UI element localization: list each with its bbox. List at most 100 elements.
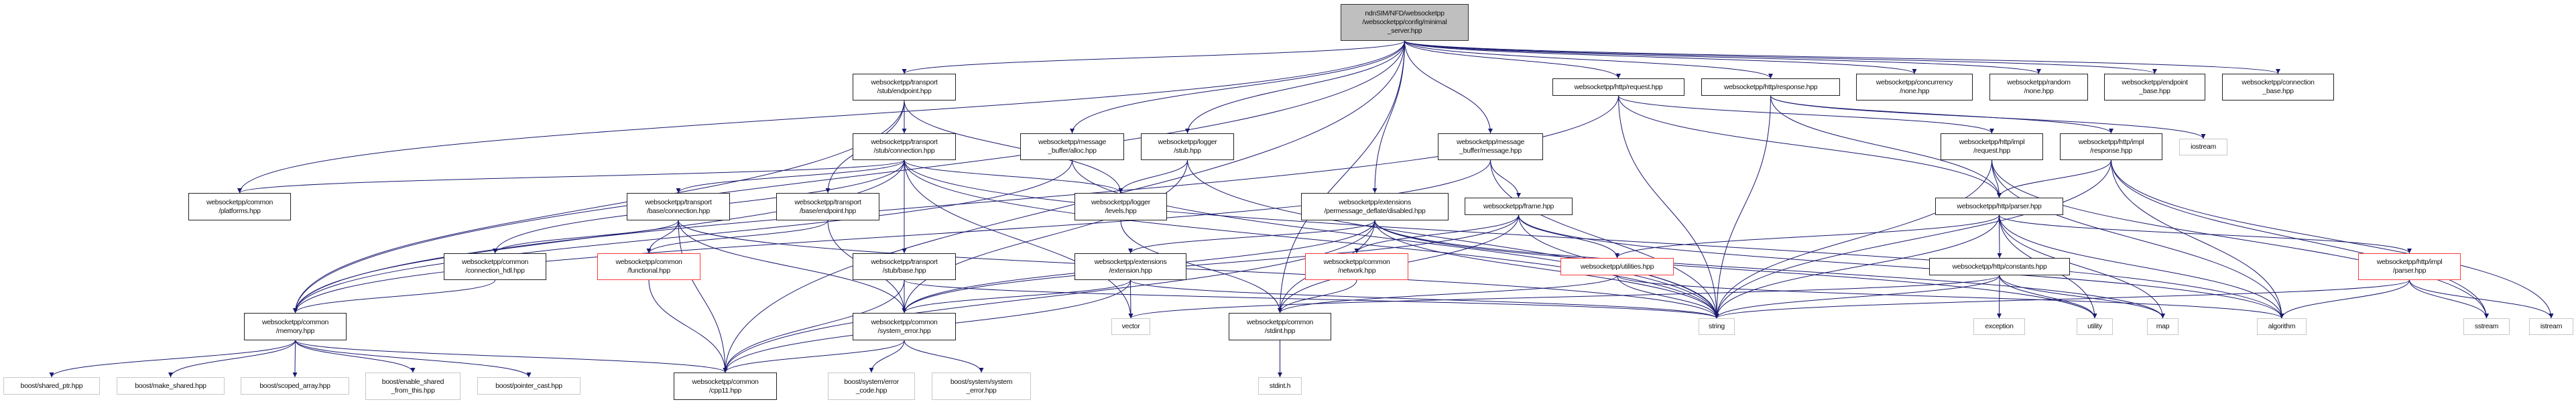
node-algorithm: algorithm xyxy=(2257,318,2307,335)
node-root[interactable]: ndnSIM/NFD/websocketpp /websocketpp/conf… xyxy=(1341,4,1469,41)
edge-memory-to-cpp11 xyxy=(295,340,728,373)
edge-memory-to-enable_shared xyxy=(295,340,416,373)
edge-root-to-http_request xyxy=(1404,40,1621,79)
node-vector: vector xyxy=(1111,318,1150,335)
edge-frame-to-network xyxy=(1354,214,1519,254)
edge-impl_parser-to-string xyxy=(1714,279,2410,319)
node-http-parser[interactable]: websocketpp/http/parser.hpp xyxy=(1935,198,2063,215)
edge-logger_stub-to-system_error xyxy=(902,159,1188,314)
node-stdint-hpp[interactable]: websocketpp/common /stdint.hpp xyxy=(1229,313,1331,340)
node-memory[interactable]: websocketpp/common /memory.hpp xyxy=(244,313,347,340)
node-extension[interactable]: websocketpp/extensions /extension.hpp xyxy=(1075,253,1186,280)
node-http-request[interactable]: websocketpp/http/request.hpp xyxy=(1552,78,1684,96)
node-shared-ptr: boost/shared_ptr.hpp xyxy=(3,377,100,395)
edge-root-to-http_response xyxy=(1404,40,1773,79)
node-system-error[interactable]: websocketpp/common /system_error.hpp xyxy=(853,313,956,340)
node-boost-system-error: boost/system/system _error.hpp xyxy=(932,373,1031,400)
edge-logger_stub-to-string xyxy=(1187,159,1719,319)
edge-frame-to-utilities xyxy=(1518,214,1619,259)
edge-http_parser-to-impl_parser xyxy=(1999,214,2412,254)
edge-stub_base-to-cpp11 xyxy=(723,279,905,373)
edge-impl_response-to-istream xyxy=(2111,159,2554,319)
node-sstream: sstream xyxy=(2463,318,2510,335)
edge-network-to-stdint_hpp xyxy=(1278,279,1357,314)
edge-memory-to-scoped_array xyxy=(292,340,298,378)
edge-http_request-to-impl_request xyxy=(1618,95,1994,134)
edge-disabled-to-extension xyxy=(1128,220,1375,254)
node-random[interactable]: websocketpp/random /none.hpp xyxy=(1989,74,2088,100)
node-base-conn[interactable]: websocketpp/transport /base/connection.h… xyxy=(627,193,730,220)
node-exception: exception xyxy=(1973,318,2025,335)
node-error-code: boost/system/error _code.hpp xyxy=(828,373,915,400)
edge-stub_conn-to-base_conn xyxy=(676,159,905,194)
edge-http_response-to-iostream xyxy=(1770,95,2206,139)
node-alloc[interactable]: websocketpp/message _buffer/alloc.hpp xyxy=(1020,133,1124,160)
edge-base_endpoint-to-functional xyxy=(646,220,829,254)
node-stub-endpoint[interactable]: websocketpp/transport /stub/endpoint.hpp xyxy=(853,74,956,100)
node-stdint-h: stdint.h xyxy=(1258,377,1302,395)
node-levels[interactable]: websocketpp/logger /levels.hpp xyxy=(1075,193,1167,220)
node-endpoint-base[interactable]: websocketpp/endpoint _base.hpp xyxy=(2104,74,2205,100)
node-concurrency[interactable]: websocketpp/concurrency /none.hpp xyxy=(1856,74,1973,100)
edge-logger_stub-to-levels xyxy=(1118,159,1188,194)
node-stub-base[interactable]: websocketpp/transport /stub/base.hpp xyxy=(853,253,956,280)
edge-memory-to-pointer_cast xyxy=(295,340,532,378)
edge-stub_endpoint-to-levels xyxy=(904,100,1123,194)
node-base-endpoint[interactable]: websocketpp/transport /base/endpoint.hpp xyxy=(776,193,879,220)
edge-root-to-concurrency xyxy=(1404,40,1917,74)
node-stub-conn[interactable]: websocketpp/transport /stub/connection.h… xyxy=(853,133,956,160)
edge-root-to-endpoint_base xyxy=(1404,40,2157,74)
node-utilities[interactable]: websocketpp/utilities.hpp xyxy=(1560,258,1674,275)
node-platforms[interactable]: websocketpp/common /platforms.hpp xyxy=(188,193,291,220)
node-connection-base[interactable]: websocketpp/connection _base.hpp xyxy=(2222,74,2334,100)
edge-utilities-to-stdint_hpp xyxy=(1278,275,1617,314)
node-enable-shared: boost/enable_shared _from_this.hpp xyxy=(365,373,461,400)
node-pointer-cast: boost/pointer_cast.hpp xyxy=(477,377,580,395)
edge-conn_hdl-to-memory xyxy=(293,279,495,314)
edge-impl_parser-to-sstream xyxy=(2409,279,2489,319)
edge-root-to-stub_endpoint xyxy=(902,40,1405,74)
edge-stub_conn-to-vector xyxy=(904,159,1133,319)
edge-stub_conn-to-algorithm xyxy=(904,159,2284,319)
edge-root-to-random xyxy=(1404,40,2041,74)
edge-http_parser-to-string xyxy=(1714,214,2000,319)
node-cpp11[interactable]: websocketpp/common /cpp11.hpp xyxy=(674,373,777,400)
edge-frame-to-algorithm xyxy=(1518,214,2284,319)
edge-disabled-to-cpp11 xyxy=(723,220,1375,373)
edge-functional-to-cpp11 xyxy=(648,279,728,373)
node-impl-parser[interactable]: websocketpp/http/impl /parser.hpp xyxy=(2358,253,2461,280)
edge-system_error-to-error_code xyxy=(869,340,905,373)
edge-root-to-memory xyxy=(293,40,1405,314)
edge-stub_conn-to-string xyxy=(904,159,1719,319)
node-network[interactable]: websocketpp/common /network.hpp xyxy=(1305,253,1408,280)
node-conn-hdl[interactable]: websocketpp/common /connection_hdl.hpp xyxy=(444,253,546,280)
edge-extension-to-system_error xyxy=(902,279,1131,314)
edge-impl_response-to-algorithm xyxy=(2111,159,2284,319)
node-disabled[interactable]: websocketpp/extensions /permessage_defla… xyxy=(1301,193,1449,220)
edge-stub_base-to-string xyxy=(904,279,1719,319)
edge-message-to-string xyxy=(1490,159,1719,319)
node-logger-stub[interactable]: websocketpp/logger /stub.hpp xyxy=(1141,133,1234,160)
node-impl-request[interactable]: websocketpp/http/impl /request.hpp xyxy=(1941,133,2043,160)
node-constants[interactable]: websocketpp/http/constants.hpp xyxy=(1929,258,2070,275)
edge-impl_request-to-string xyxy=(1714,159,1992,319)
edge-constants-to-utility xyxy=(1999,275,2097,319)
node-map: map xyxy=(2147,318,2179,335)
edge-base_conn-to-system_error xyxy=(678,220,907,314)
node-message[interactable]: websocketpp/message _buffer/message.hpp xyxy=(1438,133,1543,160)
node-http-response[interactable]: websocketpp/http/response.hpp xyxy=(1701,78,1840,96)
edge-disabled-to-string xyxy=(1374,220,1719,319)
edge-utilities-to-string xyxy=(1617,275,1719,319)
edge-root-to-connection_base xyxy=(1404,40,2280,74)
node-frame[interactable]: websocketpp/frame.hpp xyxy=(1465,198,1573,215)
node-string: string xyxy=(1699,318,1735,335)
edge-http_request-to-string xyxy=(1618,95,1719,319)
edge-stub_conn-to-platforms xyxy=(237,159,905,194)
edge-base_conn-to-string xyxy=(678,220,1719,319)
node-impl-response[interactable]: websocketpp/http/impl /response.hpp xyxy=(2060,133,2162,160)
edge-extension-to-string xyxy=(1130,279,1719,319)
edge-stub_conn-to-levels xyxy=(904,159,1123,194)
edge-message-to-memory xyxy=(293,159,1491,314)
edge-base_conn-to-conn_hdl xyxy=(493,220,679,254)
node-functional[interactable]: websocketpp/common /functional.hpp xyxy=(597,253,700,280)
